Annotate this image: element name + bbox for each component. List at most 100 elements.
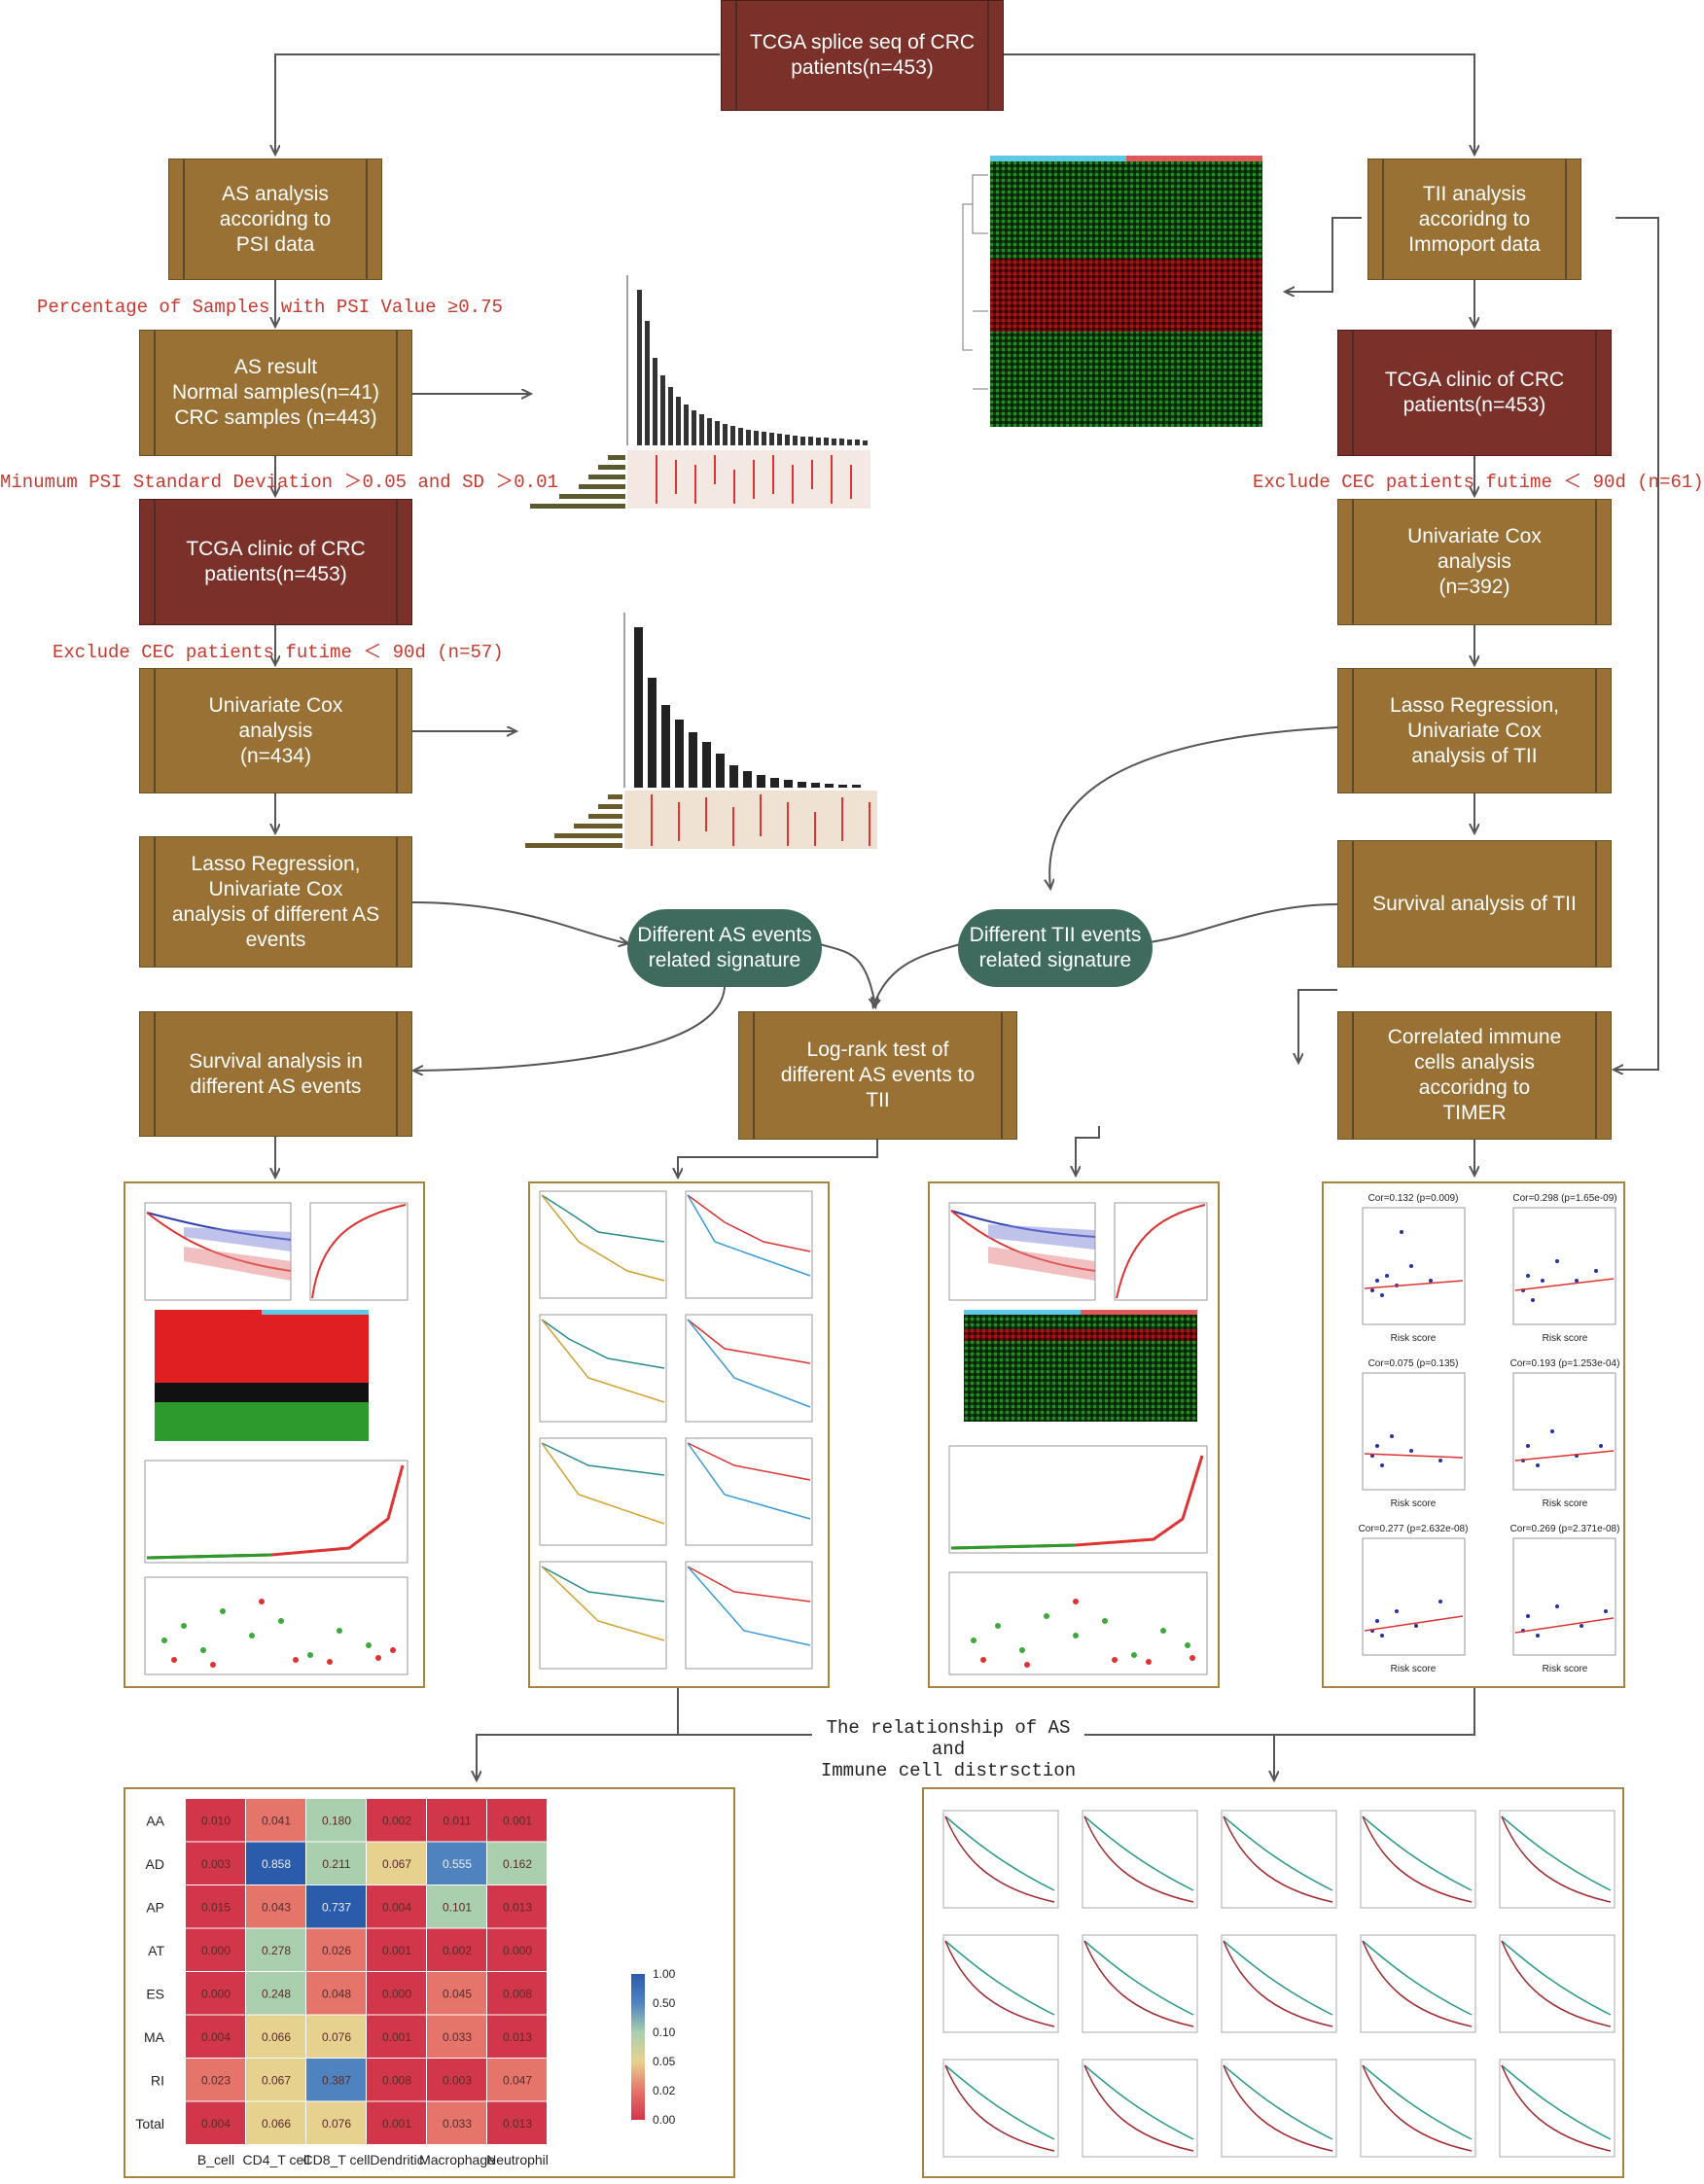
heatmap-cell-value: 0.008	[382, 2073, 411, 2087]
heatmap-cell-value: 0.278	[262, 1944, 291, 1957]
heatmap-cell	[306, 2059, 366, 2101]
heatmap-cell-value: 0.041	[262, 1814, 291, 1827]
note-psi: Percentage of Samples with PSI Value ≥0.…	[37, 297, 503, 318]
heatmap-cell-value: 0.555	[443, 1857, 472, 1871]
km-plot-as	[144, 1202, 292, 1301]
heatmap-row-label: Total	[135, 2116, 164, 2131]
km-curve-high	[1362, 1940, 1473, 2016]
heatmap-cell-value: 0.066	[262, 2030, 291, 2044]
heatmap-cell-value: 0.043	[262, 1900, 291, 1914]
km-curve-high	[944, 2064, 1055, 2140]
note-exclude-right: Exclude CEC patients futime ＜ 90d (n=61)	[1253, 472, 1704, 493]
heatmap-cell	[186, 1972, 245, 2015]
timer-xlabel-6: Risk score	[1543, 1664, 1588, 1674]
heatmap-cell-value: 0.008	[503, 1987, 532, 2000]
heatmap-cell	[367, 2015, 426, 2058]
note-minimum: Minumum PSI Standard Deviation ＞0.05 and…	[0, 472, 558, 493]
heatmap-cell-value: 0.004	[201, 2030, 231, 2044]
heatmap-cell-value: 0.000	[201, 1944, 231, 1957]
survival-scatter-tii	[948, 1571, 1208, 1675]
heatmap-legend-label: 0.02	[653, 2084, 676, 2097]
heatmap-cell-value: 0.026	[322, 1944, 351, 1957]
heatmap-cell	[246, 1842, 305, 1885]
box-as-result: AS result Normal samples(n=41) CRC sampl…	[139, 330, 412, 456]
heatmap-cell	[186, 2101, 245, 2144]
km-subplot	[1221, 1934, 1337, 2033]
panel-logrank-km	[528, 1181, 830, 1688]
km-curve-low	[944, 1815, 1055, 1903]
heatmap-cell	[427, 2101, 486, 2144]
risk-heatmap-as	[155, 1310, 369, 1441]
heatmap-row-label: AT	[148, 1943, 164, 1958]
tii-heatmap	[962, 156, 1262, 427]
box-as-analysis: AS analysis accoridng to PSI data	[168, 159, 382, 280]
heatmap-cell	[487, 1928, 547, 1971]
km-subplot	[1499, 1934, 1615, 2033]
heatmap-cell	[306, 1799, 366, 1842]
heatmap-row-label: AP	[146, 1899, 164, 1915]
heatmap-cell-value: 0.045	[443, 1987, 472, 2000]
heatmap-row-label: MA	[144, 2029, 165, 2045]
heatmap-cell	[427, 1972, 486, 2015]
km-curve-high	[1501, 2064, 1612, 2140]
km-subplot	[1082, 1810, 1198, 1909]
heatmap-cell-value: 0.737	[322, 1900, 351, 1914]
box-survival-tii: Survival analysis of TII	[1337, 840, 1612, 968]
upset1-bars	[637, 290, 868, 445]
heatmap-cell	[487, 1799, 547, 1842]
timer-title-1: Cor=0.132 (p=0.009)	[1368, 1193, 1459, 1204]
heatmap-col-label: CD8_T cell	[303, 2152, 371, 2167]
heatmap-cell	[246, 1972, 305, 2015]
km-subplot	[942, 1934, 1059, 2033]
heatmap-cell	[487, 1885, 547, 1928]
timer-title-6: Cor=0.269 (p=2.371e-08)	[1510, 1524, 1620, 1534]
km-curve-low	[944, 2064, 1055, 2152]
heatmap-col-label: B_cell	[197, 2152, 234, 2167]
heatmap-cell	[427, 1799, 486, 1842]
heatmap-cell	[186, 1799, 245, 1842]
km-curve-high	[944, 1815, 1055, 1891]
heatmap-col-label: Macrophage	[419, 2152, 495, 2167]
timer-xlabel-5: Risk score	[1391, 1664, 1437, 1674]
heatmap-cell	[186, 1842, 245, 1885]
km-curve-low	[1501, 1815, 1612, 1903]
km-subplot	[1221, 1810, 1337, 1909]
heatmap-cell	[306, 1842, 366, 1885]
heatmap-cell	[487, 2101, 547, 2144]
km-subplot	[942, 2059, 1059, 2158]
heatmap-cell-value: 0.011	[443, 1814, 471, 1827]
km-curve-low	[1083, 1815, 1194, 1903]
km-subplot	[1360, 1934, 1476, 2033]
heatmap-cell	[246, 2015, 305, 2058]
box-clinic-right: TCGA clinic of CRC patients(n=453)	[1337, 330, 1612, 456]
heatmap-cell-value: 0.387	[322, 2073, 351, 2087]
box-timer: Correlated immune cells analysis accorid…	[1337, 1011, 1612, 1140]
km-curve-low	[1501, 2064, 1612, 2152]
km-curve-high	[944, 1940, 1055, 2016]
km-curve-low	[1362, 1940, 1473, 2027]
heatmap-cell	[367, 1885, 426, 1928]
heatmap-cell-value: 0.066	[262, 2117, 291, 2131]
heatmap-row-label: ES	[146, 1986, 164, 2001]
upset2-setsize	[525, 794, 622, 848]
heatmap-col-label: CD4_T cell	[243, 2152, 310, 2167]
heatmap-cell-value: 0.162	[503, 1857, 532, 1871]
heatmap-cell-value: 0.001	[382, 2117, 411, 2131]
heatmap-cell	[186, 1885, 245, 1928]
upset1-matrix	[656, 455, 852, 504]
heatmap-cell	[186, 2015, 245, 2058]
note-exclude-left: Exclude CEC patients futime ＜ 90d (n=57)	[53, 642, 504, 663]
heatmap-cell	[186, 1928, 245, 1971]
timer-title-5: Cor=0.277 (p=2.632e-08)	[1359, 1524, 1469, 1534]
km-curve-high	[1501, 1815, 1612, 1891]
box-cox-left: Univariate Cox analysis (n=434)	[139, 668, 412, 793]
heatmap-cell	[367, 1842, 426, 1885]
timer-xlabel-3: Risk score	[1391, 1498, 1437, 1509]
heatmap-cell	[186, 2059, 245, 2101]
heatmap-cell	[246, 1928, 305, 1971]
heatmap-cell-value: 0.180	[322, 1814, 351, 1827]
heatmap-cell	[487, 1972, 547, 2015]
heatmap-cell	[427, 2059, 486, 2101]
